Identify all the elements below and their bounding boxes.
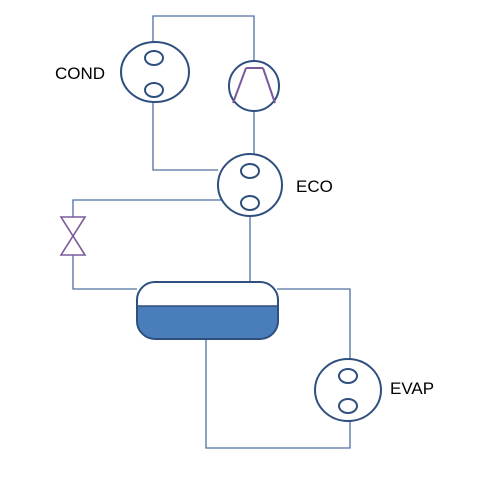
evaporator-label: EVAP: [390, 379, 434, 398]
pipe-cond-to-compressor: [152, 15, 255, 60]
condenser-label: COND: [55, 64, 105, 83]
expansion-valve-icon: [59, 216, 87, 256]
receiver-liquid-level: [137, 306, 278, 339]
economizer-label: ECO: [296, 177, 333, 196]
pipe-receiver-to-evap-return: [205, 339, 351, 449]
economizer-heat-exchanger-icon: [217, 153, 283, 217]
piping: [72, 15, 351, 449]
evaporator-heat-exchanger-icon: [314, 358, 382, 422]
condenser-heat-exchanger-icon: [120, 41, 190, 103]
compressor-icon: [228, 60, 280, 112]
receiver-tank-icon: [136, 281, 279, 340]
pipe-receiver-to-evap: [277, 288, 351, 360]
pipe-eco-to-valve: [72, 199, 222, 217]
pipe-cond-to-eco: [152, 102, 218, 171]
pipe-valve-to-receiver: [72, 255, 137, 290]
